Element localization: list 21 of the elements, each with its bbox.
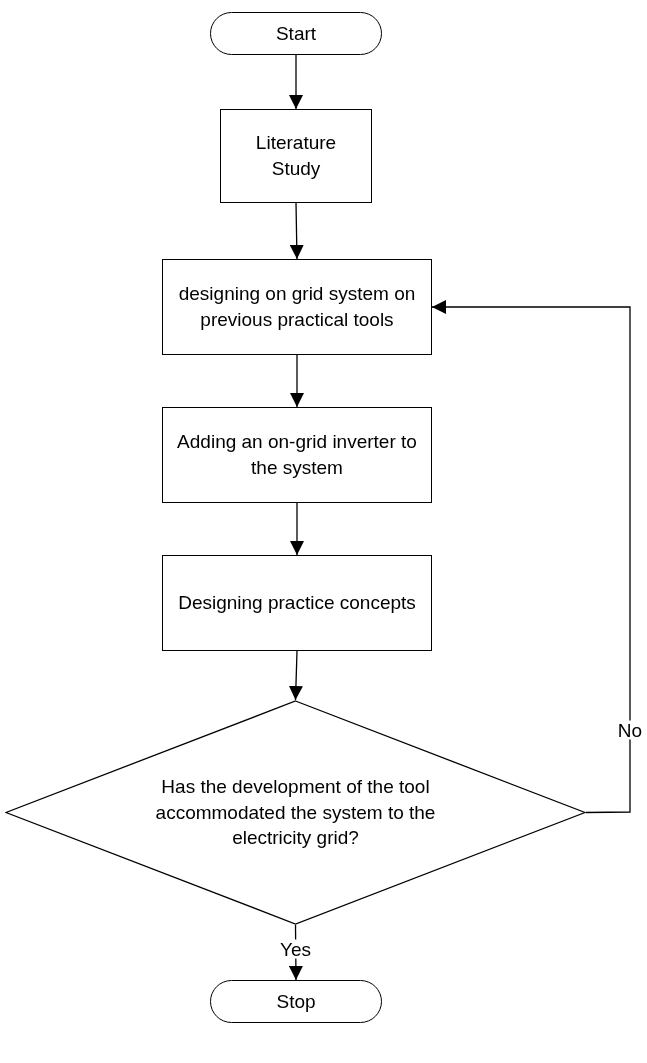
arrow [290, 354, 304, 408]
arrow [289, 54, 303, 110]
process-box [162, 555, 432, 651]
arrow [431, 300, 631, 814]
arrow [288, 650, 303, 701]
node-label: Designing practice concepts [177, 591, 417, 616]
node-label: Has the development of the tool accommodated the system to the electricity grid? [154, 775, 437, 851]
terminator-shape [210, 12, 382, 55]
decision-diamond [5, 700, 586, 925]
process-box [220, 109, 372, 203]
process-box [162, 407, 432, 503]
arrow [290, 502, 304, 556]
node-label: Adding an on-grid inverter to the system [176, 430, 418, 480]
edge-label: Yes [278, 939, 313, 958]
process-box [162, 259, 432, 355]
node-label: Stop [275, 989, 317, 1014]
node-label: designing on grid system on previous practical tools [177, 282, 417, 332]
terminator-shape [210, 980, 382, 1023]
arrow [289, 202, 304, 260]
node-label: Literature Study [254, 131, 338, 181]
node-label: Start [274, 21, 318, 46]
